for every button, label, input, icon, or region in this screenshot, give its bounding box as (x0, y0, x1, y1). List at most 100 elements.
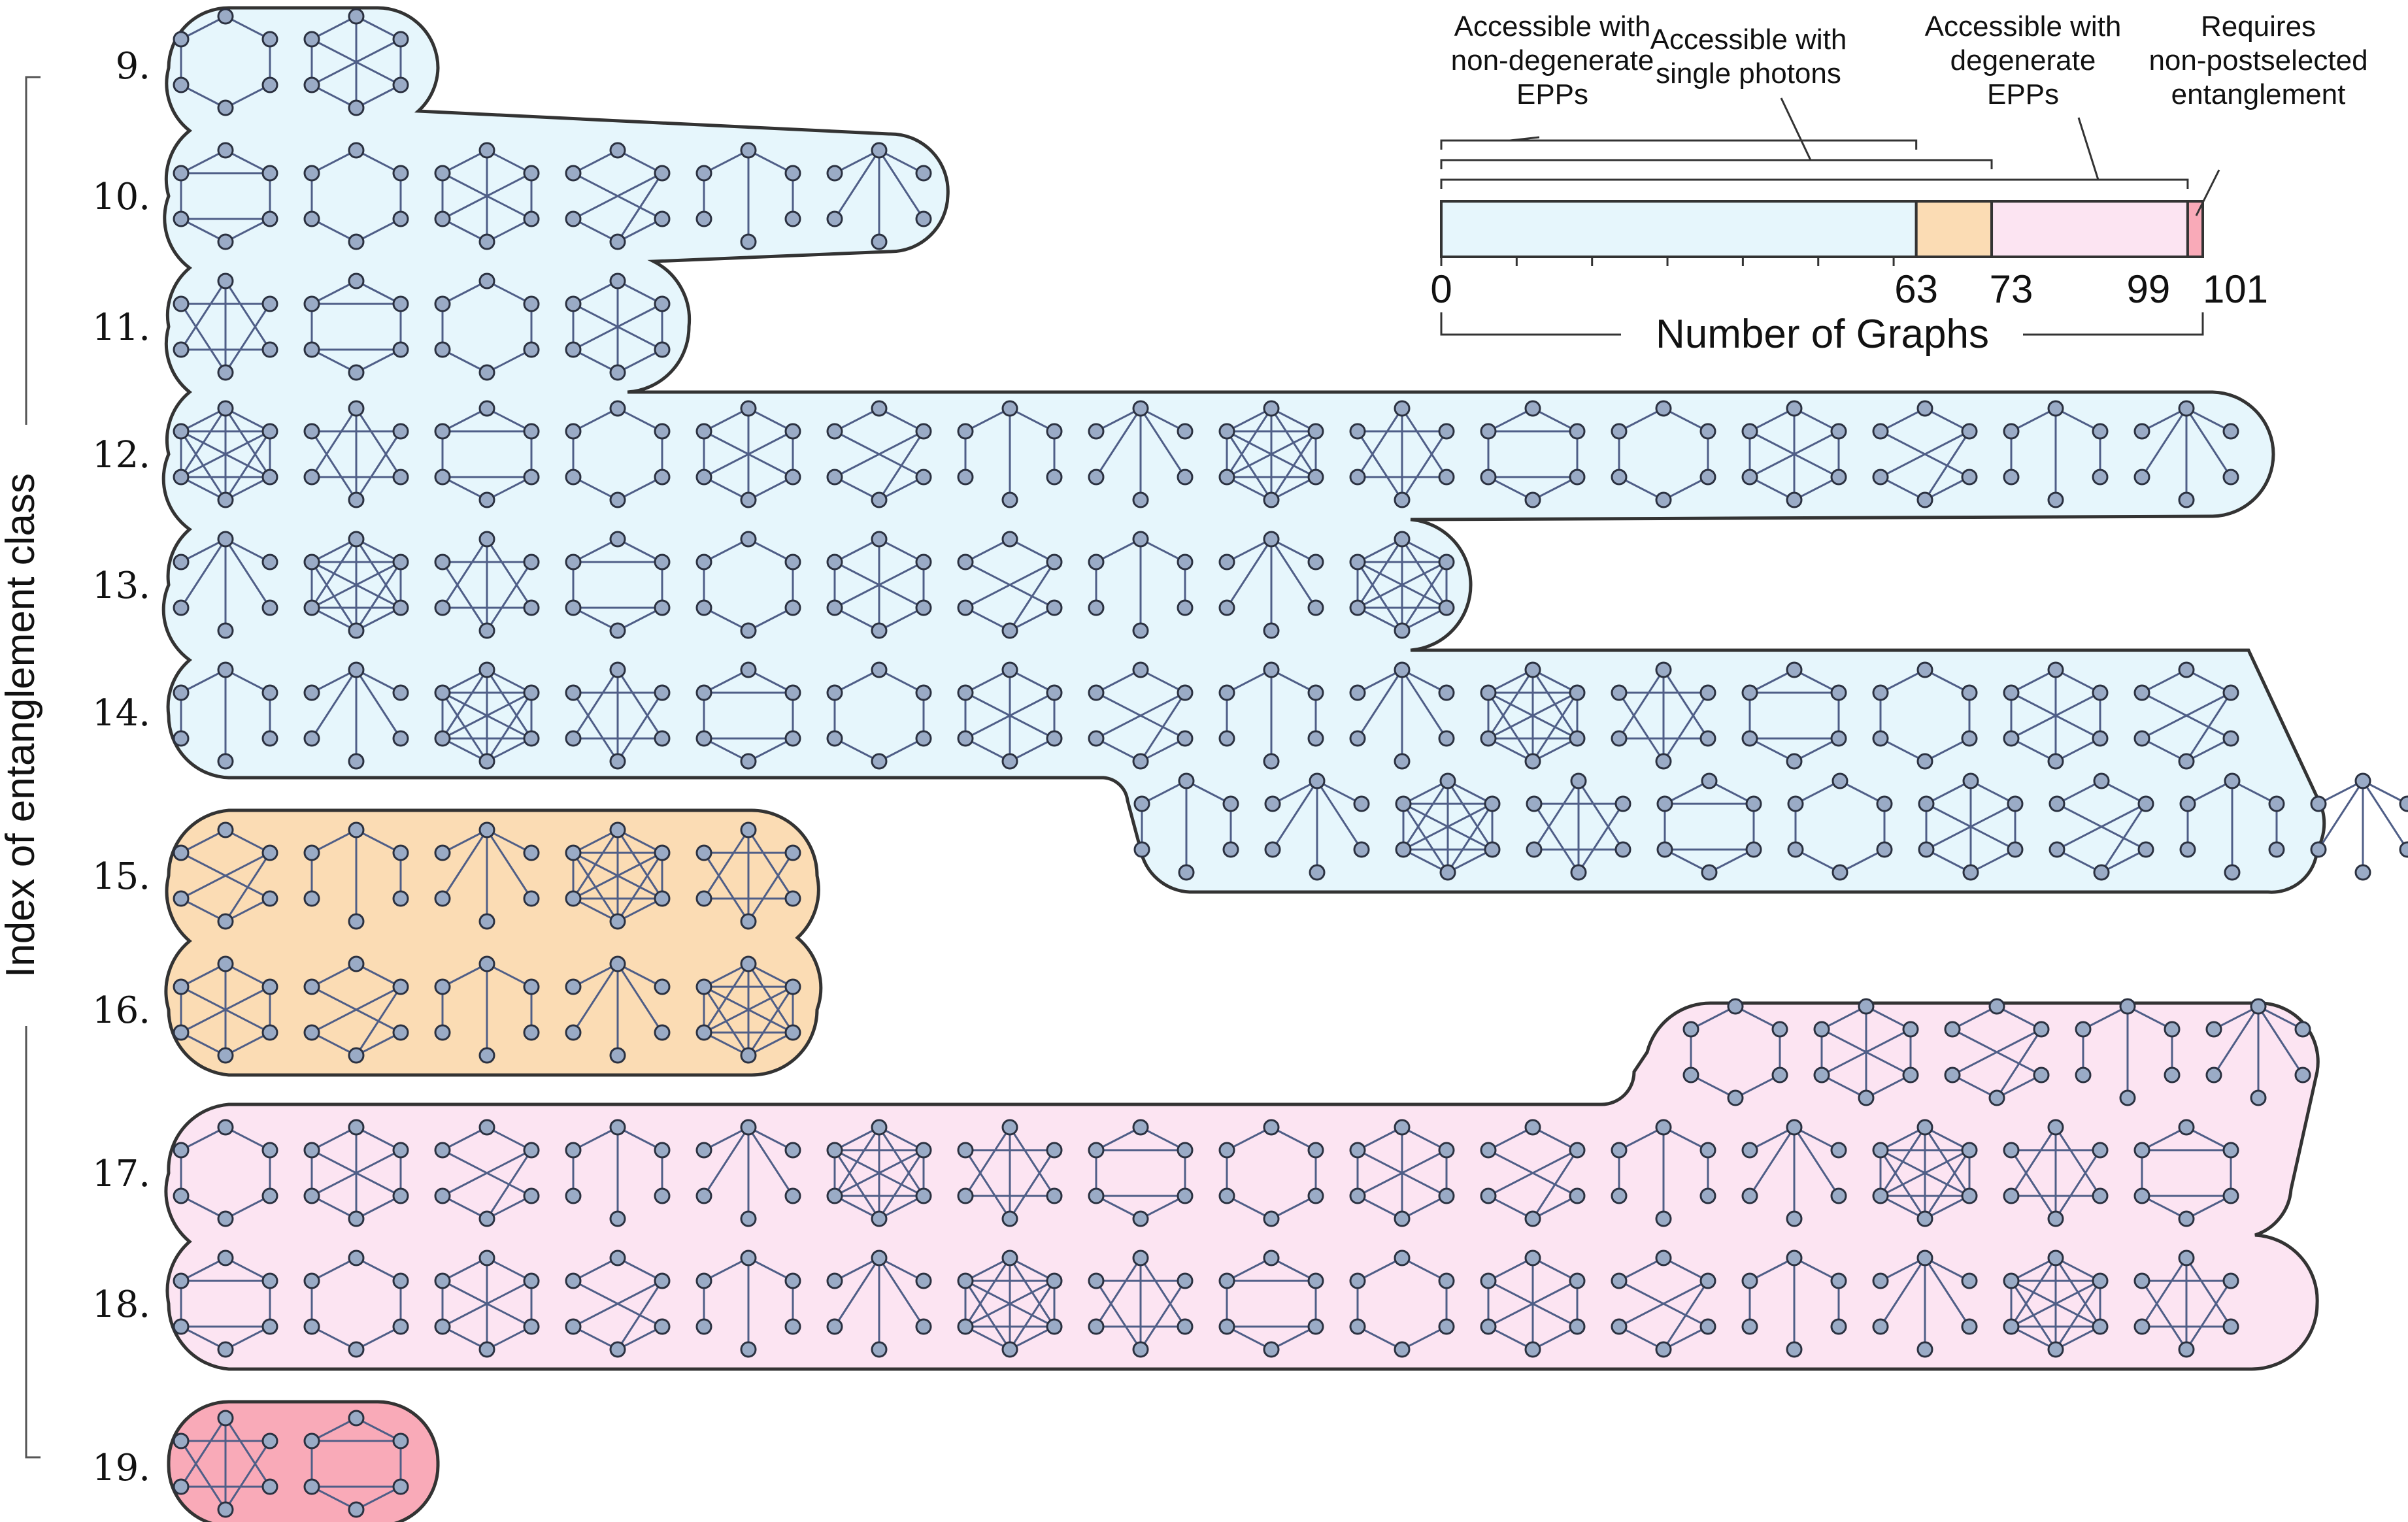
region-non-postselected (167, 1400, 440, 1522)
graph-node (348, 233, 365, 250)
graph-edge (180, 1126, 226, 1151)
graph-node (654, 295, 671, 312)
graph-edge (1880, 407, 1926, 433)
graph-edge (1735, 1005, 1781, 1031)
graph-state (173, 1119, 278, 1227)
graph-edge (833, 1257, 880, 1327)
graph-node (1480, 469, 1497, 486)
graph-state (1480, 1119, 1586, 1227)
graph-edge (442, 280, 488, 305)
graph-edge (355, 986, 402, 1056)
graph-node (1902, 1067, 1919, 1084)
graph-node (478, 1047, 495, 1064)
graph-node (784, 730, 801, 747)
graph-state (303, 531, 409, 639)
graph-edge (1357, 1149, 1447, 1197)
graph-node (523, 684, 540, 701)
graph-edge (2055, 737, 2101, 763)
graph-edge (1880, 1126, 1926, 1151)
graph-edge (1357, 606, 1403, 632)
graph-edge (1618, 1126, 1664, 1151)
graph-edge (1271, 1126, 1316, 1151)
graph-state (826, 142, 932, 250)
graph-state (2003, 1119, 2109, 1227)
graph-node (871, 753, 888, 770)
graph-edge (1271, 669, 1316, 694)
graph-state (695, 142, 801, 250)
graph-node (392, 1432, 409, 1449)
graph-edge (224, 303, 271, 373)
graph-node (1813, 1021, 1830, 1038)
graph-edge (834, 669, 880, 694)
graph-node (348, 1249, 365, 1266)
category-label: Accessible with (1650, 24, 1847, 56)
graph-node (871, 1249, 888, 1266)
graph-node (2007, 795, 2024, 812)
graph-edge (486, 561, 533, 631)
graph-edge (356, 829, 401, 854)
graph-node (915, 1142, 932, 1159)
graph-node (654, 210, 671, 227)
bar-segment (1440, 200, 1918, 258)
graph-node (173, 341, 190, 358)
graph-node (1611, 469, 1628, 486)
graph-edge (1821, 1005, 1867, 1031)
graph-node (1701, 864, 1718, 881)
graph-edge (1009, 538, 1055, 563)
graph-node (2048, 795, 2065, 812)
graph-node (1830, 730, 1847, 747)
graph-edge (1095, 407, 1141, 433)
graph-edge (180, 218, 226, 243)
graph-edge (834, 1126, 880, 1151)
graph-node (478, 1119, 495, 1136)
graph-edge (965, 691, 1055, 740)
graph-node (2178, 753, 2195, 770)
y-axis-title: Index of entanglement class (0, 473, 43, 978)
graph-node (654, 1187, 671, 1204)
graph-node (2092, 730, 2109, 747)
graph-node (217, 400, 234, 417)
graph-node (1394, 531, 1411, 548)
graph-node (609, 622, 626, 639)
graph-edge (616, 692, 663, 762)
graph-node (1524, 491, 1541, 508)
graph-edge (573, 280, 618, 305)
graph-state (1218, 1249, 1324, 1358)
graph-edge (356, 1031, 401, 1057)
graph-node (1438, 1272, 1455, 1289)
graph-state (1656, 772, 1762, 881)
graph-node (434, 730, 451, 747)
graph-node (1656, 841, 1673, 858)
graph-node (303, 1478, 320, 1495)
graph-node (1132, 491, 1149, 508)
graph-edge (573, 1126, 618, 1151)
graph-edge (834, 737, 880, 763)
graph-node (261, 1272, 278, 1289)
graph-node (348, 8, 365, 25)
graph-node (1830, 423, 1847, 440)
graph-node (1656, 795, 1673, 812)
graph-edge (1618, 692, 1665, 762)
graph-node (740, 661, 757, 678)
graph-node (173, 599, 190, 616)
graph-edge (1952, 1074, 1998, 1099)
graph-node (478, 753, 495, 770)
graph-node (2092, 1187, 2109, 1204)
graph-node (434, 469, 451, 486)
graph-edge (1996, 1074, 2042, 1099)
graph-state (1349, 1119, 1455, 1227)
graph-node (434, 341, 451, 358)
graph-edge (747, 829, 794, 899)
graph-edge (2056, 780, 2102, 805)
graph-node (173, 1272, 190, 1289)
graph-edge (355, 408, 402, 478)
graph-edge (225, 897, 271, 923)
graph-edge (225, 829, 271, 854)
graph-node (565, 1318, 582, 1335)
graph-state (303, 273, 409, 381)
graph-node (1178, 864, 1195, 881)
graph-node (303, 1318, 320, 1335)
graph-node (261, 1478, 278, 1495)
graph-edge (572, 963, 619, 1033)
graph-edge (180, 1417, 227, 1487)
